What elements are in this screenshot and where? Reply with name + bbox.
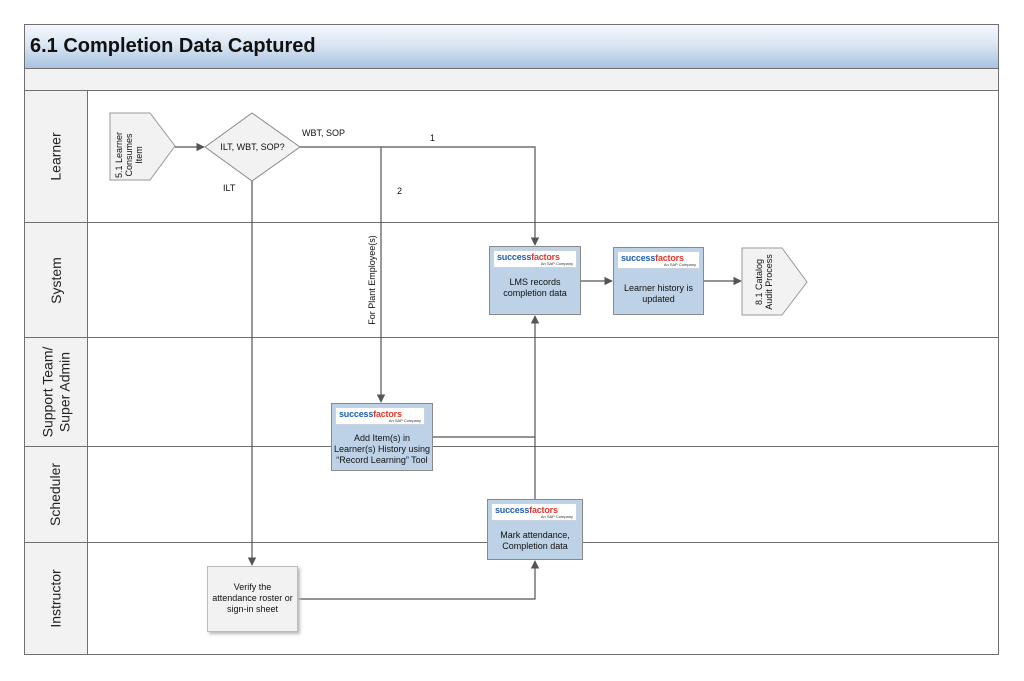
lane-divider <box>25 222 998 223</box>
logo-subtext: An SAP Company <box>540 261 573 266</box>
add-items-box: successfactors An SAP Company Add Item(s… <box>331 403 433 471</box>
logo-subtext: An SAP Company <box>540 514 573 519</box>
edge-label-ilt: ILT <box>223 183 236 193</box>
lane-header-column <box>25 91 88 654</box>
mark-attendance-text: Mark attendance, Completion data <box>500 530 570 551</box>
edge-decision-to-lms <box>300 146 540 246</box>
offpage-connector-learner-consumes <box>109 112 176 181</box>
add-items-text: Add Item(s) in Learner(s) History using … <box>333 433 431 465</box>
logo-word-factors: factors <box>373 409 402 419</box>
successfactors-logo: successfactors An SAP Company <box>335 407 425 425</box>
logo-word-success: success <box>497 252 532 262</box>
edge-label-path-2: 2 <box>397 186 403 196</box>
logo-word-factors: factors <box>529 505 558 515</box>
offpage-connector-catalog-audit <box>741 247 808 316</box>
logo-word-factors: factors <box>531 252 560 262</box>
catalog-audit-text: 8.1 Catalog Audit Process <box>754 254 774 310</box>
successfactors-logo: successfactors An SAP Company <box>493 250 577 268</box>
decision-text: ILT, WBT, SOP? <box>220 142 285 152</box>
lane-divider <box>25 337 998 338</box>
diagram-frame <box>24 24 999 655</box>
edge-add-items-to-lms <box>433 315 540 438</box>
logo-word-success: success <box>495 505 530 515</box>
verify-roster-box: Verify the attendance roster or sign-in … <box>207 566 298 632</box>
logo-word-success: success <box>621 253 656 263</box>
edge-label-plant-employee: For Plant Employee(s) <box>367 235 377 325</box>
logo-subtext: An SAP Company <box>388 418 421 423</box>
learner-history-text: Learner history is updated <box>623 283 694 304</box>
successfactors-logo: successfactors An SAP Company <box>617 251 700 269</box>
edge-verify-to-mark-attendance <box>298 560 540 600</box>
logo-word-success: success <box>339 409 374 419</box>
verify-roster-text: Verify the attendance roster or sign-in … <box>212 582 293 614</box>
edge-label-path-1: 1 <box>430 133 436 143</box>
subtitle-bar <box>25 69 998 91</box>
edge-label-wbt-sop: WBT, SOP <box>302 128 346 138</box>
page-title: 6.1 Completion Data Captured <box>30 35 316 57</box>
lms-records-box: successfactors An SAP Company LMS record… <box>489 246 581 315</box>
logo-word-factors: factors <box>655 253 684 263</box>
logo-subtext: An SAP Company <box>663 262 696 267</box>
mark-attendance-box: successfactors An SAP Company Mark atten… <box>487 499 583 560</box>
lane-divider <box>25 446 998 447</box>
title-bar: 6.1 Completion Data Captured <box>25 25 998 69</box>
learner-history-box: successfactors An SAP Company Learner hi… <box>613 247 704 315</box>
learner-consumes-text: 5.1 Learner Consumes Item <box>114 131 144 179</box>
successfactors-logo: successfactors An SAP Company <box>491 503 577 521</box>
lms-records-text: LMS records completion data <box>503 277 567 298</box>
